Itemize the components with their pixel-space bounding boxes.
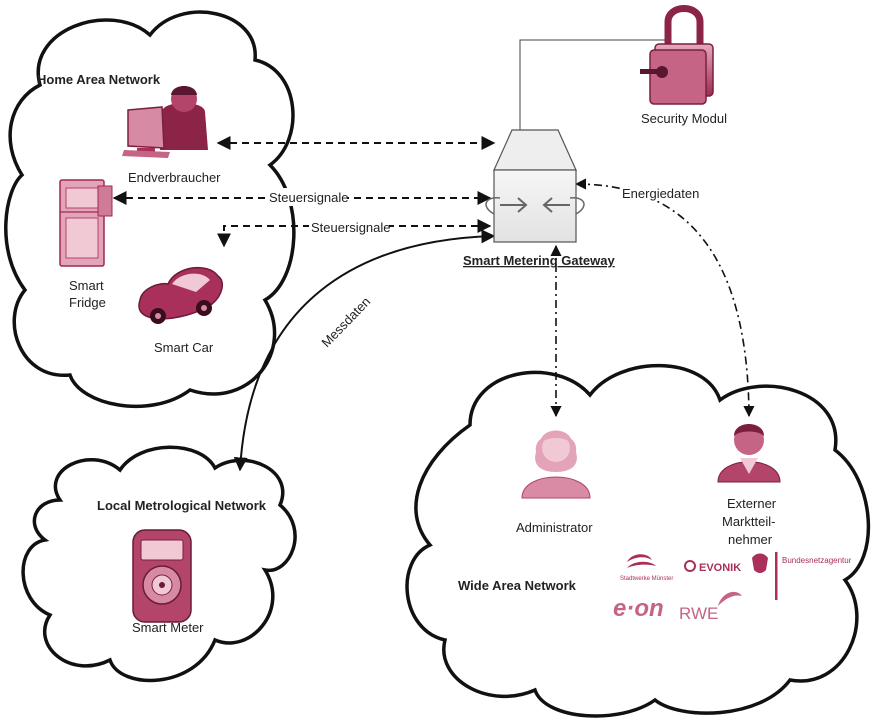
car-gateway-arrow bbox=[217, 219, 492, 248]
padlock-icon bbox=[640, 5, 714, 105]
administrator-label: Administrator bbox=[516, 520, 593, 535]
svg-text:Stadtwerke Münster: Stadtwerke Münster bbox=[620, 576, 673, 582]
security-link-line bbox=[519, 39, 665, 130]
gateway-extern-arrow bbox=[574, 178, 755, 418]
smart-metering-gateway-label: Smart Metering Gateway bbox=[463, 253, 615, 268]
wide-area-network-label: Wide Area Network bbox=[458, 578, 577, 593]
person-at-computer-icon bbox=[122, 86, 208, 158]
male-user-icon bbox=[717, 424, 781, 483]
gateway-box-icon bbox=[485, 129, 585, 243]
stadtwerke-muenster-logo: Stadtwerke Münster bbox=[620, 554, 673, 582]
electricity-meter-icon bbox=[132, 529, 192, 623]
messdaten-curve bbox=[233, 229, 496, 472]
svg-text:EVONIK: EVONIK bbox=[699, 562, 741, 574]
externer-label-line3: nehmer bbox=[728, 532, 773, 547]
messdaten-label: Messdaten bbox=[318, 294, 373, 350]
wide-area-network-cloud bbox=[405, 363, 871, 718]
security-modul-label: Security Modul bbox=[641, 111, 727, 126]
evonik-logo: EVONIK bbox=[684, 560, 741, 574]
steuersignale-label-1: Steuersignale bbox=[269, 190, 349, 205]
steuersignale-label-2: Steuersignale bbox=[311, 220, 391, 235]
eon-logo: e·on bbox=[613, 595, 664, 622]
externer-label-line1: Externer bbox=[727, 496, 777, 511]
bundesnetzagentur-logo: Bundesnetzagentur bbox=[752, 552, 852, 600]
car-icon bbox=[138, 266, 223, 324]
endverbraucher-label: Endverbraucher bbox=[128, 170, 221, 185]
svg-text:Bundesnetzagentur: Bundesnetzagentur bbox=[782, 556, 852, 565]
smart-car-label: Smart Car bbox=[154, 340, 214, 355]
female-user-icon bbox=[521, 430, 591, 499]
home-area-network-label: Home Area Network bbox=[37, 72, 161, 87]
local-metrological-network-label: Local Metrological Network bbox=[97, 498, 267, 513]
externer-label-line2: Marktteil- bbox=[722, 514, 775, 529]
refrigerator-icon bbox=[59, 179, 113, 267]
smart-fridge-label-line1: Smart bbox=[69, 278, 104, 293]
smart-meter-label: Smart Meter bbox=[132, 620, 204, 635]
energiedaten-label: Energiedaten bbox=[622, 186, 699, 201]
svg-text:RWE: RWE bbox=[679, 604, 718, 623]
smart-fridge-label-line2: Fridge bbox=[69, 295, 106, 310]
rwe-logo: RWE bbox=[679, 591, 742, 623]
